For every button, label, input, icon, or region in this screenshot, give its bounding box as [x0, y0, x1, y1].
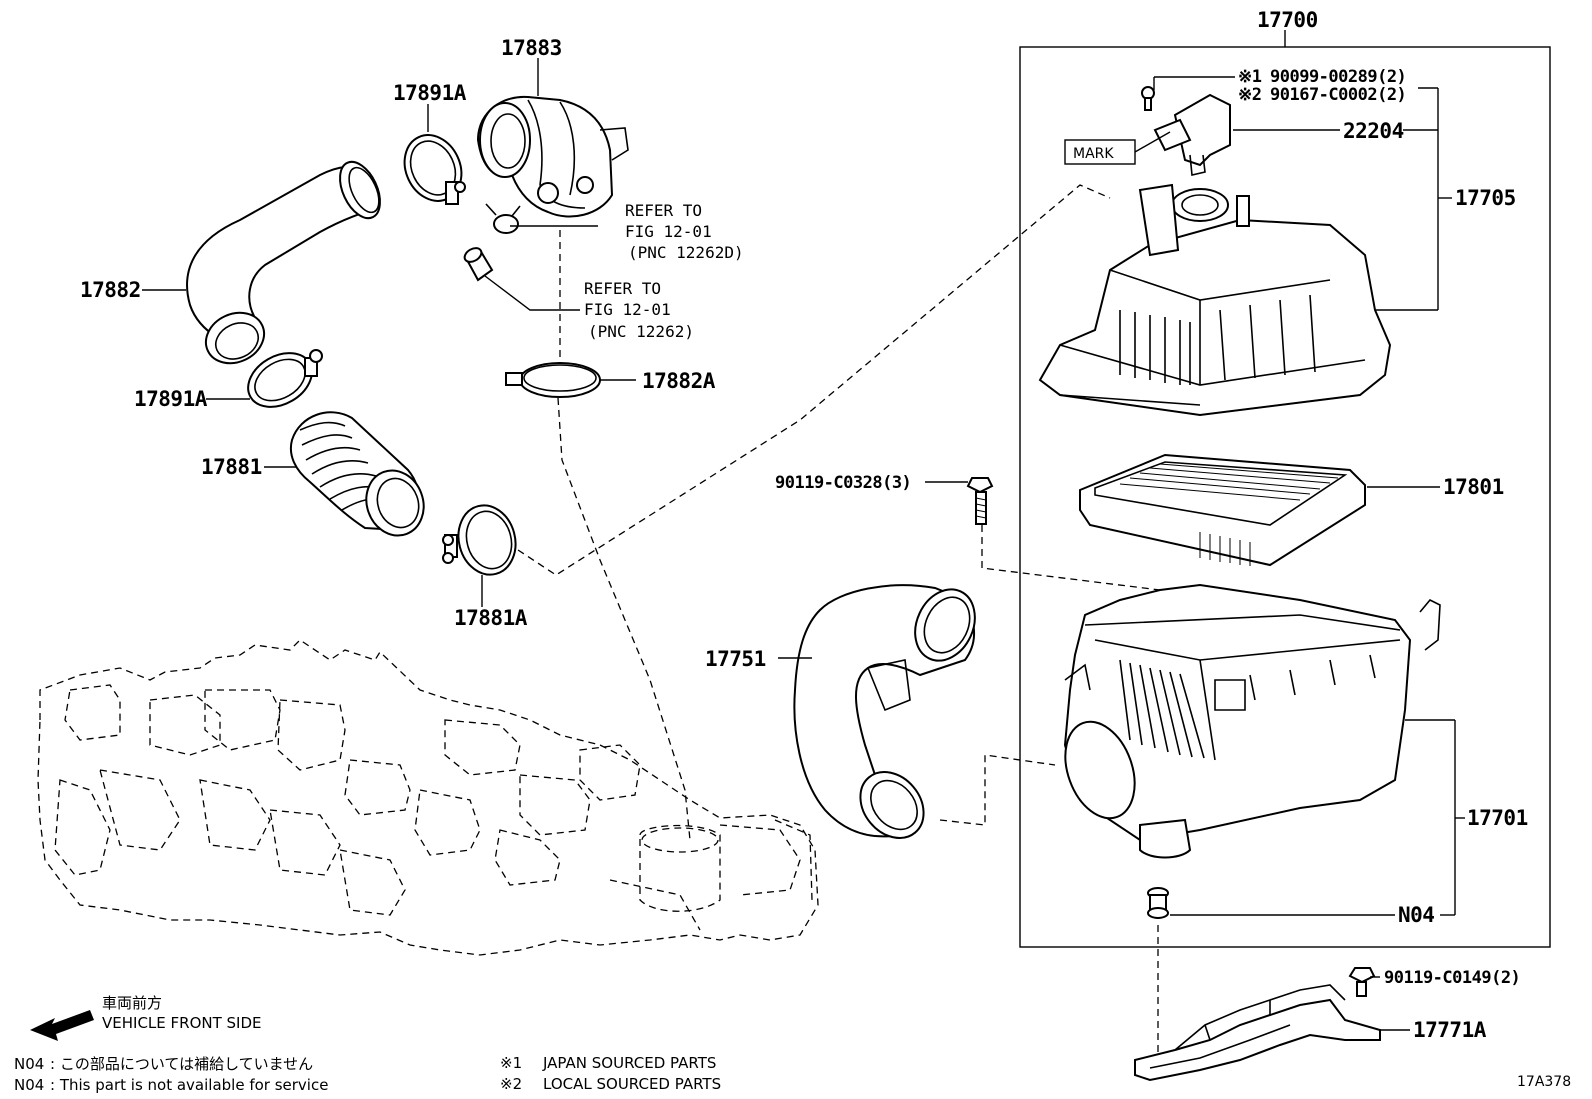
- label-screw2-mark: ※2: [1238, 85, 1261, 105]
- part-17882-hose: [186, 160, 381, 365]
- label-17882: 17882: [80, 278, 141, 302]
- label-screw2: 90167-C0002(2): [1270, 85, 1406, 105]
- bolt-90119-C0149: [1348, 967, 1376, 997]
- label-17751: 17751: [705, 647, 766, 671]
- part-17881-bellows: [290, 411, 425, 537]
- refer1-line2: FIG 12-01: [625, 222, 712, 241]
- label-17891A-top: 17891A: [393, 81, 467, 105]
- label-17881A: 17881A: [454, 606, 528, 630]
- legend-src1: JAPAN SOURCED PARTS: [542, 1054, 716, 1072]
- refer2-line1: REFER TO: [584, 279, 661, 298]
- label-17882A: 17882A: [642, 369, 716, 393]
- label-17700: 17700: [1257, 8, 1318, 32]
- label-17801: 17801: [1443, 475, 1504, 499]
- part-17891A-clamp-top: [403, 134, 466, 205]
- legend-front-jp: 車両前方: [102, 994, 162, 1012]
- mark-label: MARK: [1073, 146, 1114, 162]
- part-17883-connector: [476, 95, 629, 218]
- refer2-line2: FIG 12-01: [584, 300, 671, 319]
- refer1-line1: REFER TO: [625, 201, 702, 220]
- label-N04: N04: [1398, 903, 1434, 927]
- part-17751-duct: [793, 584, 976, 839]
- label-17771A: 17771A: [1413, 1018, 1487, 1042]
- label-17883: 17883: [501, 36, 562, 60]
- legend-n04-en: : This part is not available for service: [50, 1076, 328, 1094]
- legend-n04-jp: : この部品については補給していません: [50, 1055, 313, 1073]
- label-screw1-mark: ※1: [1238, 67, 1262, 87]
- hose-small: [463, 247, 494, 282]
- legend-src1-mark: ※1: [500, 1054, 522, 1072]
- figure-id: 17A378: [1517, 1074, 1571, 1090]
- label-17881: 17881: [201, 455, 262, 479]
- legend-src2: LOCAL SOURCED PARTS: [543, 1075, 721, 1093]
- part-17882A-clamp: [505, 362, 601, 398]
- bolt-90119-C0328: [966, 477, 994, 525]
- label-17891A-mid: 17891A: [134, 387, 208, 411]
- legend-front-en: VEHICLE FRONT SIDE: [102, 1014, 262, 1032]
- part-17801-filter: [1079, 453, 1366, 567]
- refer1-line3: (PNC 12262D): [628, 243, 744, 262]
- part-17701-lower-case: [1063, 583, 1441, 859]
- part-17891A-clamp-mid: [247, 349, 323, 408]
- label-17701: 17701: [1467, 806, 1528, 830]
- clip-small: [485, 203, 521, 234]
- engine-outline: [37, 639, 819, 956]
- part-22204-sensor: [1141, 86, 1231, 176]
- label-bolt-0328: 90119-C0328(3): [775, 473, 911, 493]
- label-screw1: 90099-00289(2): [1270, 67, 1406, 87]
- label-22204: 22204: [1343, 119, 1404, 143]
- arrow-left-icon: [30, 1010, 94, 1041]
- part-17705-upper-cover: [1038, 183, 1392, 417]
- label-17705: 17705: [1455, 186, 1516, 210]
- part-17771A-bracket: [1134, 984, 1381, 1082]
- legend-n04-en-code: N04: [14, 1076, 44, 1094]
- legend-n04-jp-code: N04: [14, 1055, 44, 1073]
- part-17881A-clamp: [442, 504, 517, 576]
- label-bolt-0149: 90119-C0149(2): [1384, 968, 1520, 988]
- refer2-line3: (PNC 12262): [588, 322, 694, 341]
- legend-src2-mark: ※2: [500, 1075, 522, 1093]
- part-N04-grommet: [1147, 887, 1169, 919]
